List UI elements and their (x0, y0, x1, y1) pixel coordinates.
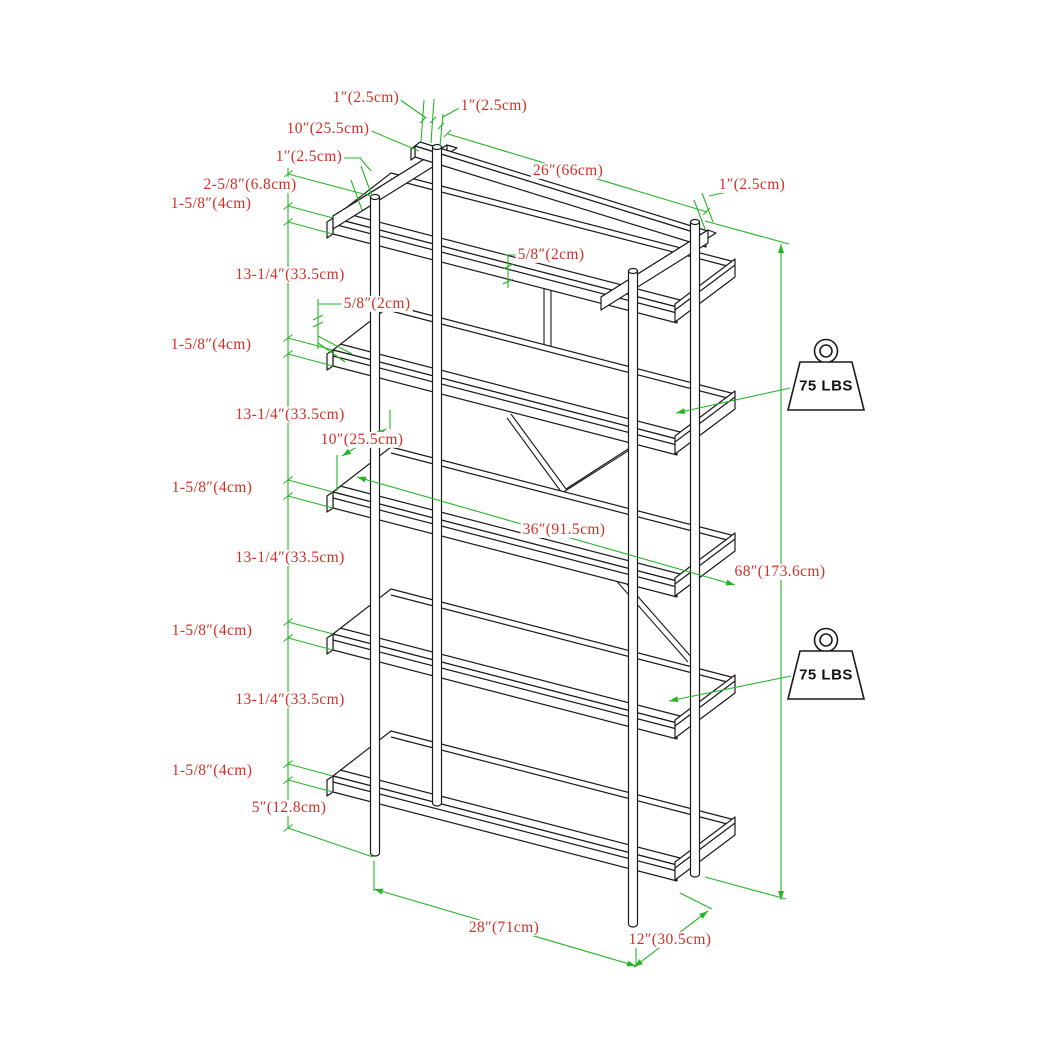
dimension-label: 5/8″(2cm) (341, 294, 413, 313)
dimension-label: 1″(2.5cm) (273, 147, 345, 166)
dimension-label: 5″(12.8cm) (249, 798, 329, 817)
dimension-label: 13-1/4″(33.5cm) (233, 265, 347, 284)
dimension-label: 5/8″(2cm) (515, 245, 587, 264)
dimension-label: 1-5/8″(4cm) (168, 194, 254, 213)
dimension-label: 2-5/8″(6.8cm) (201, 175, 299, 194)
dimension-label: 68″(173.6cm) (732, 562, 828, 581)
dimension-label: 1″(2.5cm) (330, 88, 402, 107)
shelf (326, 588, 736, 740)
dimension-label: 1″(2.5cm) (716, 175, 788, 194)
leg (431, 143, 443, 807)
dimension-label: 28″(71cm) (466, 918, 542, 937)
weight-icon (786, 627, 866, 700)
dimension-label: 12″(30.5cm) (626, 930, 714, 949)
weight-icon (786, 338, 866, 411)
weight-capacity-label: 75 LBS (799, 377, 853, 395)
dimension-label: 13-1/4″(33.5cm) (233, 548, 347, 567)
dimension-label: 13-1/4″(33.5cm) (233, 405, 347, 424)
top-gallery-rails (332, 141, 717, 311)
shelf (326, 730, 736, 882)
leg (689, 218, 701, 878)
dimension-label: 36″(91.5cm) (520, 520, 608, 539)
dimension-label: 1-5/8″(4cm) (169, 621, 255, 640)
weight-capacity-label: 75 LBS (799, 666, 853, 684)
dimension-label: 10″(25.5cm) (284, 119, 372, 138)
leg (369, 193, 381, 857)
dimension-label: 26″(66cm) (530, 161, 606, 180)
dimension-label: 13-1/4″(33.5cm) (233, 690, 347, 709)
dimension-label: 1-5/8″(4cm) (169, 478, 255, 497)
dimension-label: 1″(2.5cm) (458, 96, 530, 115)
dimension-label: 10″(25.5cm) (318, 430, 406, 449)
dimension-label: 1-5/8″(4cm) (169, 761, 255, 780)
leg (627, 267, 639, 928)
dimension-label: 1-5/8″(4cm) (168, 335, 254, 354)
